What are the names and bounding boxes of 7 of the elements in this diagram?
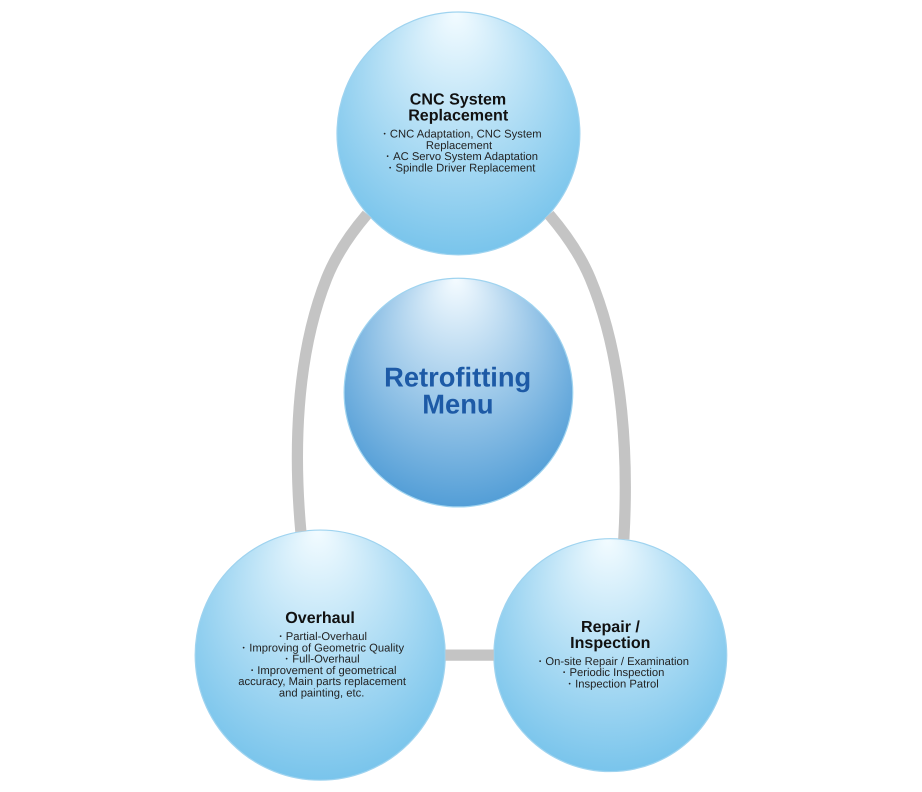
node-circle: CNC System Replacement ・CNC Adaptation, CNC System Replacement ・AC Servo System Adaptation ・Spindle Driver Replacement <box>336 11 580 256</box>
node-circle: Overhaul ・Partial-Overhaul ・Improving of Geometric Quality ・Full-Overhaul ・Improvement of geometrical accuracy, Main parts replacement and painting, etc. <box>194 529 446 781</box>
connector <box>292 210 372 532</box>
node-circle: Repair / Inspection ・On-site Repair / Examination ・Periodic Inspection ・Inspection Patrol <box>493 538 728 772</box>
connector <box>544 210 631 540</box>
node-circle: Retrofitting Menu <box>344 278 574 508</box>
connector <box>445 649 494 661</box>
